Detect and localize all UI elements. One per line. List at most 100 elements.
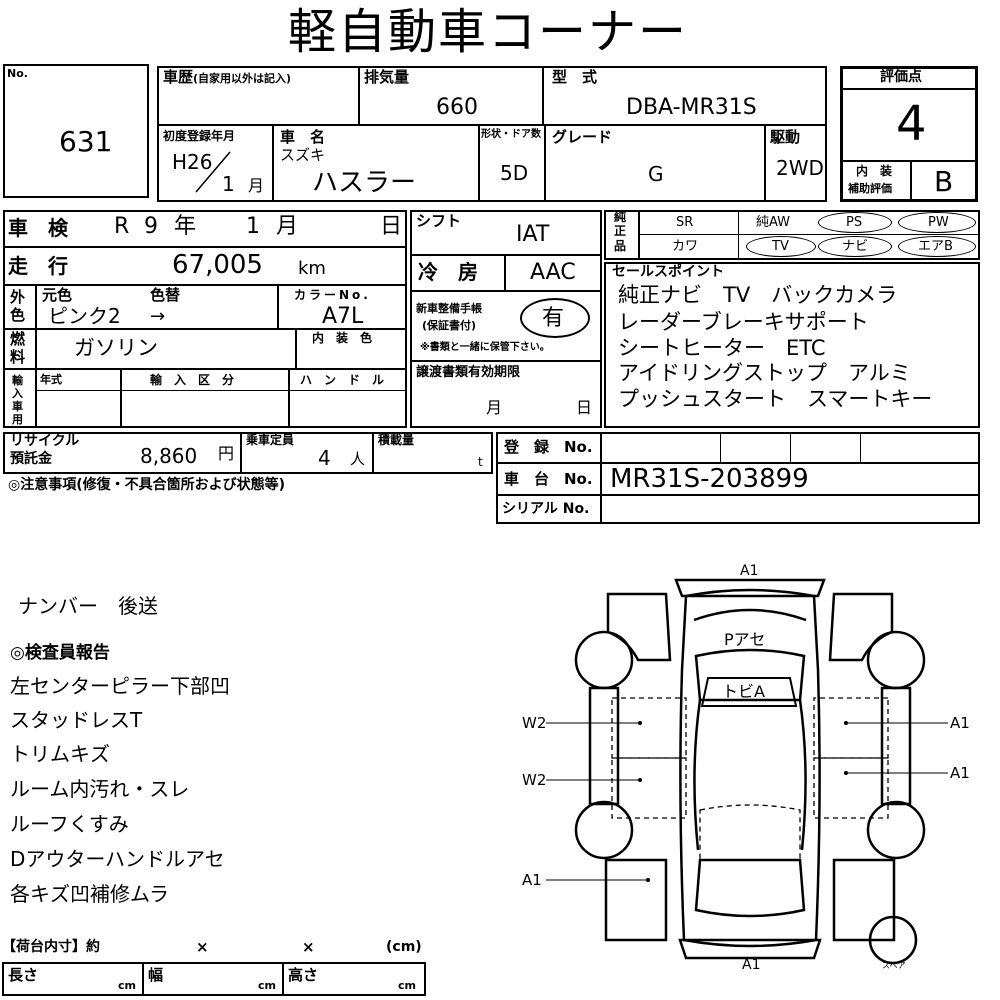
color-side-1: 外 [10,288,26,306]
car-model: ハスラー [312,168,417,198]
equip-navi: ナビ [842,239,869,254]
serial-label: シリアル No. [502,501,590,517]
drive-label: 駆動 [770,128,801,146]
load-label: 積載量 [378,433,415,447]
cargo-table [2,962,426,996]
grade-label: グレード [552,128,613,146]
inspection-year: 9 [144,214,158,239]
center-block [410,210,602,428]
transfer-day-unit: 日 [576,398,593,417]
inspection-year-unit: 年 [174,214,197,239]
history-label: 車歴(自家用以外は記入) [163,68,292,86]
recycle-row [3,432,493,474]
sales-point-line: 純正ナビ TV バックカメラ [618,283,898,307]
score-box [840,66,978,202]
equip-tv-oval [746,236,816,257]
color-code-label: カラーNo. [294,288,371,302]
lot-number: 631 [59,125,113,158]
load-unit: t [478,455,483,469]
manual-oval [520,298,590,338]
sales-point-line: アイドリングストップ アルミ [618,361,911,385]
transfer-label: 譲渡書類有効期限 [416,365,521,380]
equip-label-2: 正 [614,224,627,238]
fuel-side-1: 燃 [10,330,26,348]
inspection-label: 車 検 [8,216,68,240]
lot-label: No. [7,67,28,80]
diagram-front-label: A1 [740,563,759,579]
car-damage-diagram [546,578,948,965]
cargo-height-label: 高さ [288,966,319,984]
import-handle-label: ハ ン ド ル [300,373,385,387]
diagram-hood-label: Pアセ [724,630,766,649]
registration-label: 登 録 No. [504,438,593,456]
equip-ps: PS [846,215,863,230]
chassis-label: 車 台 No. [504,470,593,488]
manual-label-1: 新車整備手帳 [416,302,482,315]
capacity-unit: 人 [350,450,366,468]
sales-point-line: プッシュスタート スマートキー [618,387,933,411]
equip-sr: SR [676,215,694,230]
cargo-x2: × [302,938,315,956]
cargo-length-unit: cm [118,979,136,992]
diagram-bumper-label: トビA [722,682,765,701]
model-type-label: 型 式 [552,68,598,86]
interior-label-2: 補助評価 [848,182,892,195]
recycle-value: 8,860 [140,444,198,468]
inspector-line: 左センターピラー下部凹 [10,674,230,698]
first-reg-slash [195,151,231,193]
chassis-value: MR31S-203899 [610,464,809,494]
equip-pw-oval [898,212,976,233]
diagram-left-w2-a: W2 [522,714,547,732]
left-block [3,210,407,428]
cargo-unit: (cm) [386,939,422,955]
color-change-label: 色替 [150,286,181,304]
inspector-line: スタッドレスT [10,708,143,732]
inspector-line: ルーム内汚れ・スレ [10,777,190,801]
capacity-label: 乗車定員 [246,433,295,447]
manual-note: ※書類と一緒に保管下さい。 [420,342,550,353]
inspector-title: ◎検査員報告 [10,643,110,663]
equipment-grid [604,210,980,260]
car-name-label: 車 名 [280,128,326,146]
equip-navi-oval [818,236,892,257]
sales-point-line: レーダーブレーキサポート [618,310,869,334]
inspector-line: ルーフくすみ [10,812,129,836]
diagram-spare-label: スペア [882,961,906,970]
aircon-label: 冷 房 [418,260,478,284]
shift-value: IAT [516,222,550,247]
car-maker: スズキ [280,146,326,164]
cargo-height-unit: cm [398,979,416,992]
diagram-left-w2-b: W2 [522,771,547,789]
color-side-2: 色 [10,306,26,324]
model-type-value: DBA-MR31S [626,95,757,120]
cargo-width-unit: cm [258,979,276,992]
sales-point-line: シートヒーター ETC [618,336,826,360]
inspection-era: R [114,214,130,239]
page-title: 軽自動車コーナー [288,4,689,60]
header-grid [157,66,827,202]
interior-value: B [934,165,954,198]
doors-value: 5D [500,161,529,185]
equip-ps-oval [818,212,892,233]
mileage-unit: km [298,258,326,279]
inspection-day-unit: 日 [380,214,403,239]
score-value: 4 [896,96,927,152]
import-year-label: 年式 [40,373,62,386]
diagram-right-a1-b: A1 [950,764,970,782]
shift-label: シフト [416,212,462,230]
equip-tv: TV [772,239,789,254]
color-arrow: → [150,306,166,327]
import-class-label: 輸 入 区 分 [150,373,235,387]
first-reg-label: 初度登録年月 [163,129,236,143]
inspection-month: 1 [246,214,260,239]
color-value: ピンク2 [48,304,121,328]
sales-points-label: セールスポイント [612,264,724,280]
interior-color-label: 内 装 色 [312,331,373,345]
inspector-line: トリムキズ [10,742,110,766]
diagram-rear-label: A1 [742,957,761,973]
score-label: 評価点 [880,69,922,85]
equip-label-3: 品 [614,239,627,253]
notes-label: ◎注意事項(修復・不具合箇所および状態等) [8,477,286,493]
grade-value: G [648,162,664,186]
recycle-label-1: リサイクル [10,433,80,449]
